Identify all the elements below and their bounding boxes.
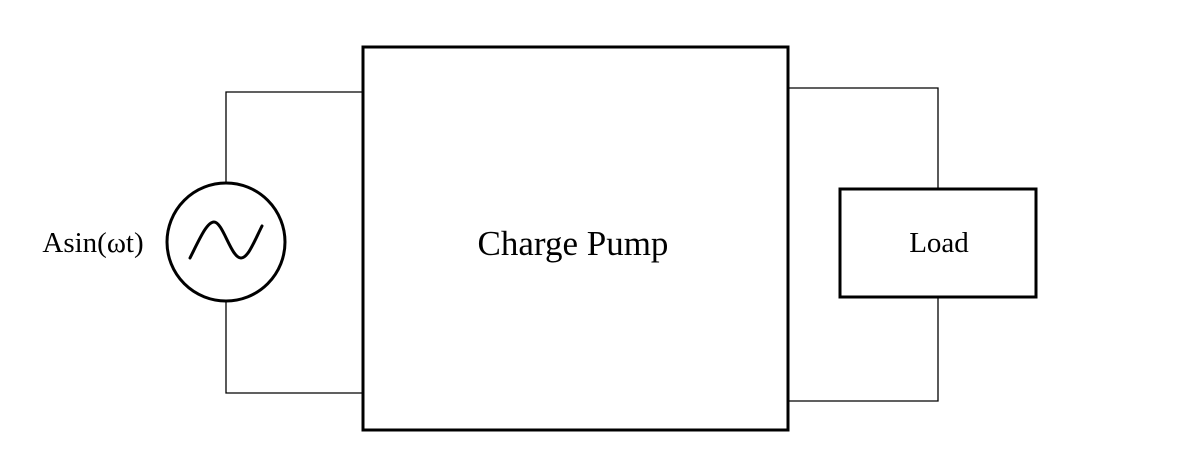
load-block <box>838 187 1038 299</box>
sine-wave-icon <box>188 220 264 260</box>
ac-source <box>165 181 287 303</box>
load-label: Load <box>909 227 969 259</box>
load-top-wire <box>788 87 939 189</box>
source-bottom-wire <box>225 301 363 394</box>
charge-pump-block <box>361 45 790 432</box>
load-bottom-wire <box>788 297 939 402</box>
charge-pump-label: Charge Pump <box>478 224 669 263</box>
source-top-wire <box>225 91 363 183</box>
source-label: Asin(ωt) <box>42 227 143 259</box>
ac-source-circle <box>165 181 287 303</box>
